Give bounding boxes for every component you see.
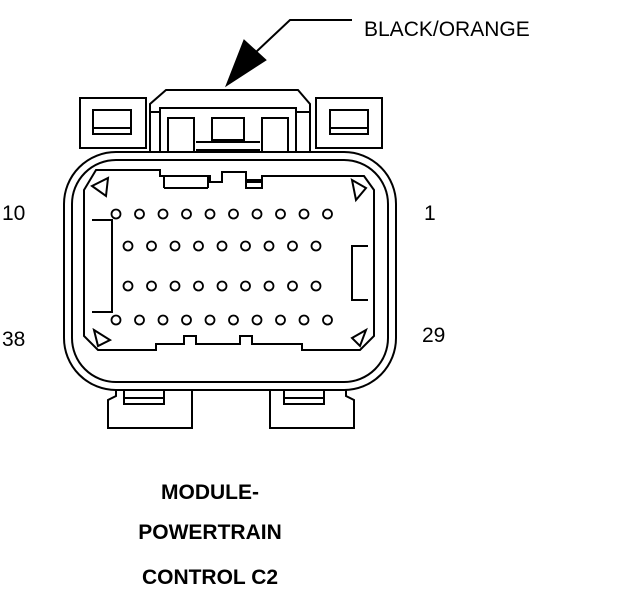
pin-cavity	[263, 280, 275, 292]
pin-cavity	[157, 314, 169, 326]
title-line-2: POWERTRAIN	[138, 521, 282, 544]
pin-cavity	[134, 314, 145, 326]
title-line-3: CONTROL C2	[141, 566, 279, 589]
pin-cavity	[157, 208, 169, 220]
pin-cavity	[204, 208, 216, 220]
pin-cavity	[275, 208, 286, 220]
pin-cavity	[204, 314, 216, 326]
pin-cavity	[146, 240, 157, 252]
title-line-1: MODULE-	[161, 481, 259, 504]
pin-cavity	[110, 314, 122, 326]
pin-cavity	[110, 208, 122, 220]
pin-cavity	[287, 240, 298, 252]
pin-cavities	[110, 208, 333, 326]
pin-cavity	[322, 314, 333, 326]
pin-cavity	[240, 280, 251, 292]
pin-cavity	[122, 240, 134, 252]
pin-cavity	[263, 240, 275, 252]
left-mounting-ear	[79, 97, 147, 149]
pin-cavity	[240, 240, 251, 252]
pin-cavity	[298, 208, 310, 220]
pin-cavity	[287, 280, 298, 292]
pin-cavity	[216, 240, 228, 252]
right-mounting-ear	[315, 97, 383, 149]
pin-cavity	[216, 280, 228, 292]
pin-cavity	[122, 280, 134, 292]
pin-cavity	[275, 314, 286, 326]
pin-cavity	[169, 240, 181, 252]
pin-cavity	[310, 280, 322, 292]
pin-cavity	[310, 240, 322, 252]
pin-label-38: 38	[2, 328, 26, 351]
pin-cavity	[169, 280, 181, 292]
wire-color-callout: BLACK/ORANGE	[364, 18, 530, 41]
callout-leader	[224, 19, 352, 88]
pin-cavity	[298, 314, 310, 326]
pin-label-10: 10	[2, 202, 26, 225]
pin-cavity	[146, 280, 157, 292]
pin-cavity	[228, 208, 239, 220]
pin-cavity	[181, 208, 192, 220]
pin-cavity	[134, 208, 145, 220]
pin-cavity	[181, 314, 192, 326]
pin-cavity	[251, 314, 263, 326]
pin-cavity	[193, 280, 204, 292]
pin-cavity	[193, 240, 204, 252]
pin-cavity	[228, 314, 239, 326]
pin-label-1: 1	[424, 202, 436, 225]
pin-cavity	[322, 208, 333, 220]
pin-label-29: 29	[422, 324, 446, 347]
pin-cavity	[251, 208, 263, 220]
